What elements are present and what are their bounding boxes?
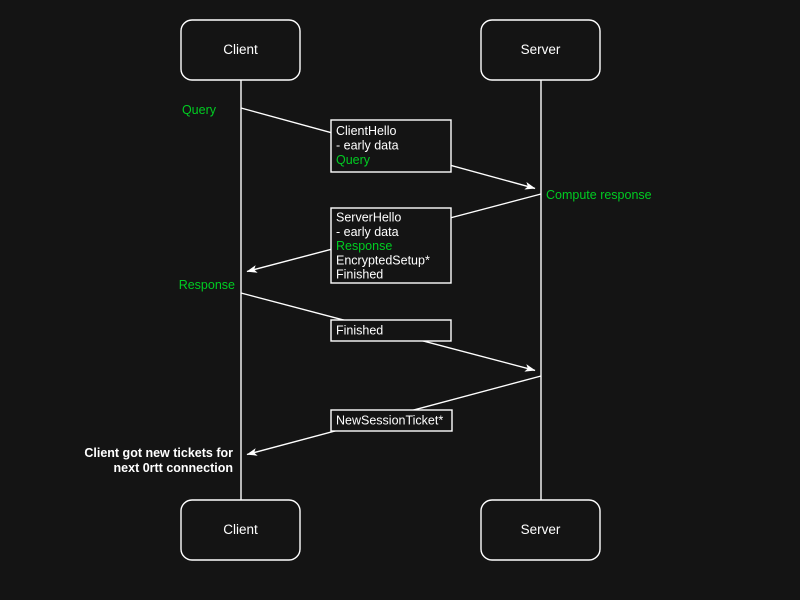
message-box-new-session-ticket[interactable] bbox=[330, 409, 453, 432]
actor-label-server-top: Server bbox=[521, 42, 561, 57]
note-compute-response: Compute response bbox=[546, 188, 652, 202]
message-line: EncryptedSetup* bbox=[336, 254, 430, 268]
actor-boxes: Client Server Client Server bbox=[180, 19, 601, 561]
message-line: Response bbox=[336, 239, 392, 253]
message-boxes: ClientHello - early data Query ServerHel… bbox=[330, 119, 453, 432]
actor-label-server-bottom: Server bbox=[521, 522, 561, 537]
message-line: NewSessionTicket* bbox=[336, 414, 443, 428]
note-client-tickets-line-1: Client got new tickets for bbox=[84, 446, 233, 460]
message-server-hello[interactable]: ServerHello - early data Response Encryp… bbox=[330, 207, 452, 284]
lifelines bbox=[240, 80, 542, 500]
message-box-finished[interactable] bbox=[330, 319, 452, 342]
message-box-client-hello[interactable] bbox=[330, 119, 452, 173]
message-line: ClientHello bbox=[336, 124, 396, 138]
message-line: Finished bbox=[336, 324, 383, 338]
message-line: - early data bbox=[336, 225, 399, 239]
message-line: - early data bbox=[336, 139, 399, 153]
actor-box-client-bottom[interactable] bbox=[180, 499, 301, 561]
message-line: ServerHello bbox=[336, 211, 401, 225]
message-finished[interactable]: Finished bbox=[330, 319, 452, 342]
actor-box-server-bottom[interactable] bbox=[480, 499, 601, 561]
actor-label-client-top: Client bbox=[223, 42, 258, 57]
message-line: Finished bbox=[336, 268, 383, 282]
note-query: Query bbox=[182, 103, 217, 117]
message-client-hello[interactable]: ClientHello - early data Query bbox=[330, 119, 452, 173]
message-box-server-hello[interactable] bbox=[330, 207, 452, 284]
actor-box-client-top[interactable] bbox=[180, 19, 301, 81]
actor-box-server-top[interactable] bbox=[480, 19, 601, 81]
actor-label-client-bottom: Client bbox=[223, 522, 258, 537]
note-response: Response bbox=[179, 278, 235, 292]
side-notes: Query Compute response Response Client g… bbox=[84, 103, 651, 475]
message-new-session-ticket[interactable]: NewSessionTicket* bbox=[330, 409, 453, 432]
message-line: Query bbox=[336, 153, 371, 167]
note-client-tickets-line-2: next 0rtt connection bbox=[114, 461, 233, 475]
